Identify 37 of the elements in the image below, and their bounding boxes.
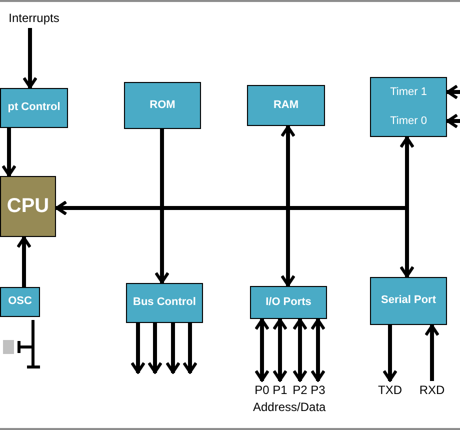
arrow [446, 114, 460, 128]
arrow [280, 126, 296, 286]
block-box: Bus Control [126, 283, 203, 323]
arrow [424, 324, 440, 381]
block-box: ROM [124, 82, 201, 129]
arrow [182, 323, 198, 374]
arrow [254, 318, 270, 382]
signal-label: P1 [271, 381, 289, 399]
arrow [2, 128, 16, 176]
arrow [166, 323, 180, 374]
arrow [446, 84, 460, 100]
arrow [400, 136, 414, 278]
signal-label: RXD [417, 381, 447, 399]
arrow [154, 129, 170, 284]
signal-label: P2 [291, 381, 309, 399]
block-label: Timer 1 [390, 85, 427, 100]
block-box: I/O Ports [250, 286, 327, 319]
signal-label: TXD [375, 381, 405, 399]
block-box: Serial Port [370, 277, 447, 325]
arrow [292, 318, 308, 382]
cpu-box: CPU [0, 176, 56, 237]
signal-label: P3 [309, 381, 327, 399]
block-box: pt Control [0, 88, 68, 128]
arrow [16, 236, 32, 287]
arrow [148, 323, 162, 374]
signal-label: P0 [253, 381, 271, 399]
arrow [22, 28, 38, 88]
block-box: RAM [247, 85, 325, 126]
block-box [370, 77, 447, 137]
arrow [130, 323, 146, 374]
bus-label: Address/Data [253, 399, 326, 416]
arrow [382, 325, 398, 382]
signal-label: Interrupts [3, 8, 65, 28]
block-box: OSC [0, 287, 40, 317]
arrow [310, 318, 326, 382]
arrow [272, 318, 288, 382]
block-label: Timer 0 [390, 114, 427, 130]
